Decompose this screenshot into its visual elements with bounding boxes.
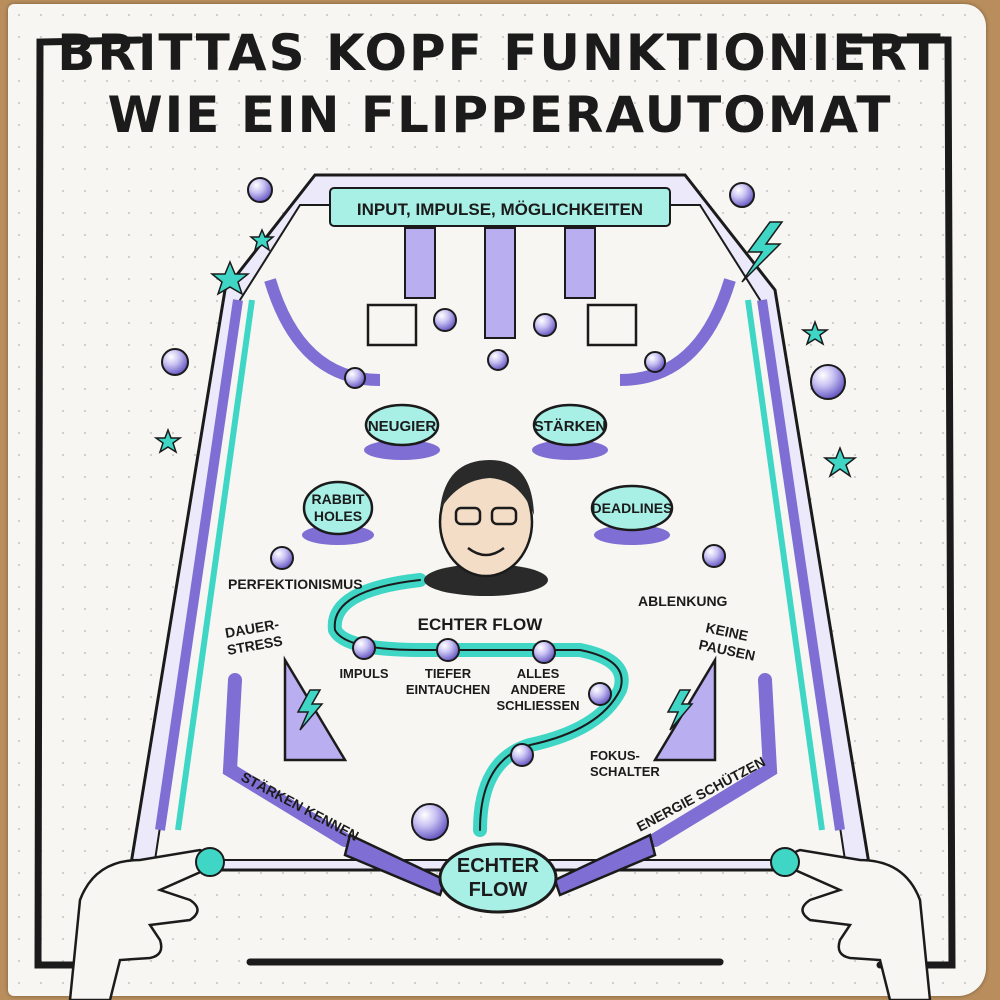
- flow-step-fokus-1: FOKUS-: [590, 748, 640, 763]
- drain-label-1: ECHTER: [457, 855, 540, 877]
- pinball-ball-icon: [487, 349, 509, 371]
- flow-step-alles-2: ANDERE: [511, 682, 566, 697]
- star-icon: [800, 319, 830, 346]
- pinball-ball-icon: [810, 364, 846, 400]
- top-label: INPUT, IMPULSE, MÖGLICHKEITEN: [357, 200, 643, 219]
- lightning-icons: [296, 221, 784, 731]
- pinball-ball-icon: [588, 682, 612, 706]
- hand-icon-left: [68, 847, 225, 1000]
- bumper-label-deadlines: DEADLINES: [592, 500, 673, 516]
- lightning-icon: [741, 221, 784, 283]
- bumper-label-staerken: STÄRKEN: [534, 418, 607, 435]
- pinball-ball-icon: [352, 636, 376, 660]
- title-line-2: WIE EIN FLIPPERAUTOMAT: [107, 86, 893, 144]
- title-line-1: BRITTAS KOPF FUNKTIONIERT: [57, 24, 943, 82]
- bumper-neugier: [364, 403, 440, 460]
- star-icon: [153, 427, 183, 454]
- flow-step-alles-1: ALLES: [517, 666, 560, 681]
- bumper-label-holes: HOLES: [314, 508, 362, 524]
- lightning-icon: [666, 689, 694, 731]
- star-icons: [153, 228, 858, 478]
- flow-step-tiefer-1: TIEFER: [425, 666, 472, 681]
- pinball-ball-icon: [247, 177, 273, 203]
- drain-label-2: FLOW: [469, 879, 528, 901]
- pinball-balls: [161, 177, 846, 841]
- pinball-ball-icon: [644, 351, 666, 373]
- star-icon: [248, 228, 276, 252]
- bumper-rabbit-holes: [302, 480, 374, 545]
- pinball-ball-icon: [436, 638, 460, 662]
- pinball-ball-icon: [411, 803, 449, 841]
- flow-title: ECHTER FLOW: [418, 615, 544, 634]
- pinball-ball-icon: [344, 367, 366, 389]
- bumper-deadlines: [590, 484, 674, 545]
- pinball-ball-icon: [533, 313, 557, 337]
- star-icon: [822, 445, 858, 478]
- label-ablenkung: ABLENKUNG: [638, 593, 728, 609]
- pinball-ball-icon: [532, 640, 556, 664]
- label-perfektionismus: PERFEKTIONISMUS: [228, 576, 363, 592]
- pinball-ball-icon: [702, 544, 726, 568]
- pinball-ball-icon: [270, 546, 294, 570]
- bumper-label-neugier: NEUGIER: [368, 418, 437, 435]
- pinball-ball-icon: [729, 182, 755, 208]
- bumper-staerken: [532, 403, 608, 460]
- lightning-icon: [296, 689, 324, 731]
- star-icon: [209, 260, 251, 296]
- hand-icon-right: [770, 847, 932, 1000]
- bumper-label-rabbit: RABBIT: [312, 491, 365, 507]
- flow-step-fokus-2: SCHALTER: [590, 764, 660, 779]
- flow-step-tiefer-2: EINTAUCHEN: [406, 682, 490, 697]
- flow-step-alles-3: SCHLIESSEN: [496, 698, 579, 713]
- portrait-icon: [424, 460, 548, 596]
- flow-step-impuls: IMPULS: [339, 666, 388, 681]
- pinball-ball-icon: [510, 743, 534, 767]
- pinball-ball-icon: [433, 308, 457, 332]
- pinball-ball-icon: [161, 348, 189, 376]
